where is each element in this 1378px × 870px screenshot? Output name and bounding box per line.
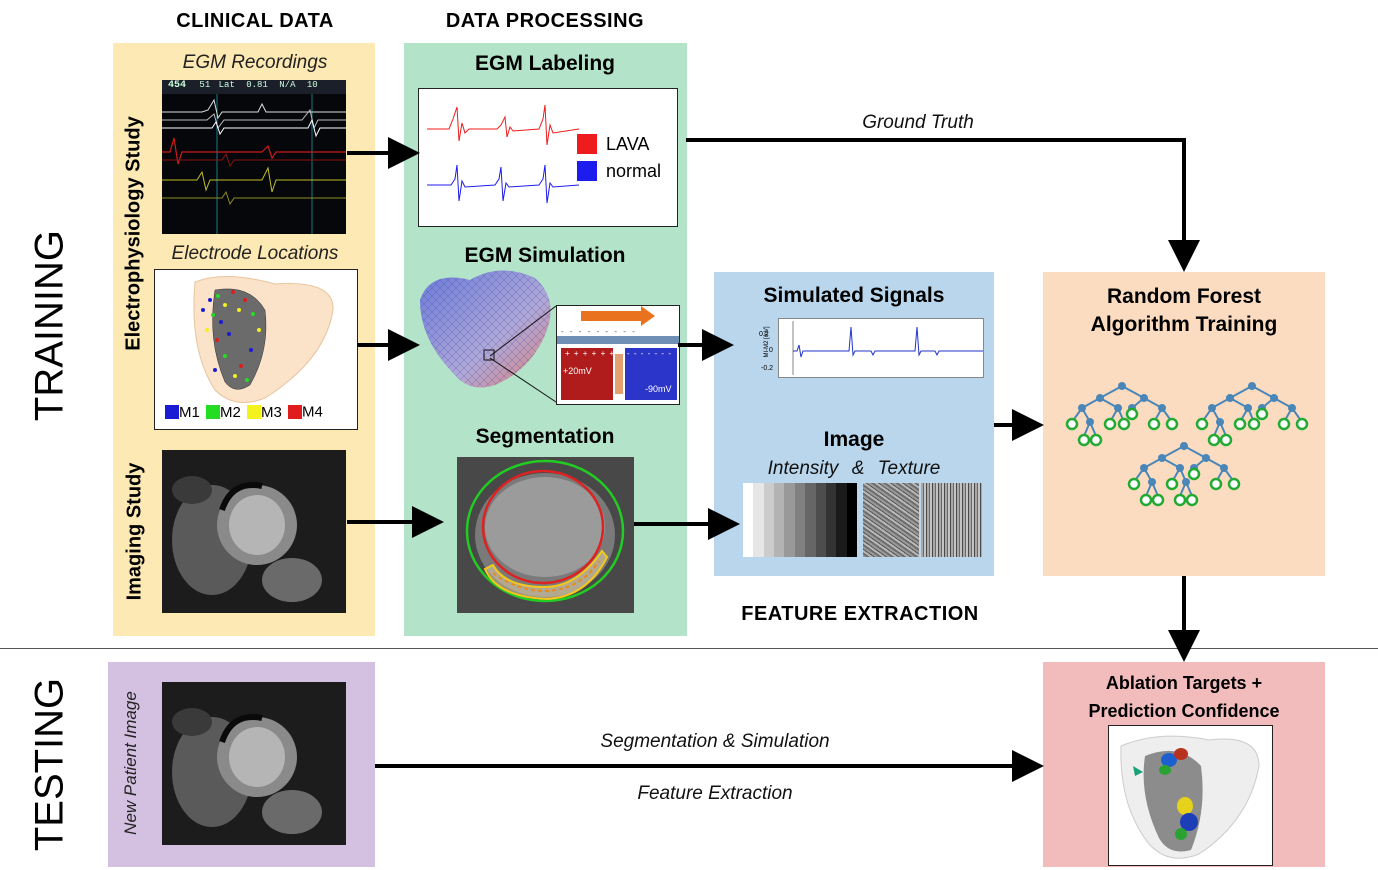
target-region-4 bbox=[1177, 797, 1193, 815]
simulated-signal-trace bbox=[793, 326, 983, 358]
target-region-6 bbox=[1175, 828, 1187, 840]
legend-label-m4: M4 bbox=[302, 403, 323, 421]
texture-sample-1 bbox=[863, 483, 919, 557]
egm-labeling-title: EGM Labeling bbox=[474, 52, 615, 75]
electrode-locations-image: M1 M2 M3 M4 bbox=[154, 269, 358, 430]
ep-study-label: Electrophysiology Study bbox=[122, 116, 145, 351]
propagation-arrow bbox=[581, 311, 641, 321]
data-processing-header: DATA PROCESSING bbox=[445, 10, 645, 32]
phase-divider bbox=[0, 648, 1378, 649]
legend-label-m3: M3 bbox=[261, 403, 282, 421]
electrode-points bbox=[201, 290, 261, 382]
feature-extraction-test-label: Feature Extraction bbox=[637, 783, 793, 804]
simulated-signals-plot: 0.2 0 -0.2 bbox=[759, 318, 984, 378]
scar-contour bbox=[483, 549, 609, 601]
normal-swatch bbox=[577, 161, 597, 182]
electrode-locations-label: Electrode Locations bbox=[171, 243, 339, 264]
clinical-data-header: CLINICAL DATA bbox=[176, 10, 334, 32]
intensity-gradient bbox=[743, 483, 857, 557]
signal-tick-zero: 0 bbox=[769, 347, 773, 354]
output-title-line2: Prediction Confidence bbox=[1088, 701, 1280, 721]
imaging-study-label: Imaging Study bbox=[123, 462, 146, 601]
monitor-value-3: Lat bbox=[218, 80, 235, 90]
rf-title-line1: Random Forest bbox=[1106, 285, 1261, 308]
egm-recordings-image: 454 51 Lat 0.81 N/A 10 bbox=[162, 80, 346, 234]
image-feature-title: Image bbox=[823, 428, 885, 451]
intensity-label: Intensity bbox=[767, 458, 839, 479]
rf-title-line2: Algorithm Training bbox=[1090, 313, 1278, 336]
legend-swatch-m1 bbox=[165, 405, 179, 420]
target-region-1 bbox=[1161, 753, 1177, 767]
monitor-value-4: 0.81 bbox=[246, 80, 268, 90]
lava-label: LAVA bbox=[606, 133, 650, 154]
target-region-3 bbox=[1159, 765, 1171, 775]
legend-label-m1: M1 bbox=[179, 403, 200, 421]
normal-trace bbox=[427, 164, 580, 204]
egm-labeling-box: LAVA normal bbox=[418, 88, 678, 227]
monitor-value-6: 10 bbox=[306, 80, 318, 90]
output-title-line1: Ablation Targets + bbox=[1105, 673, 1263, 693]
legend-label-m2: M2 bbox=[220, 403, 241, 421]
monitor-value-1: 454 bbox=[168, 80, 187, 91]
seg-sim-label: Segmentation & Simulation bbox=[600, 731, 830, 752]
ground-truth-label: Ground Truth bbox=[862, 112, 974, 133]
voltage-high-label: +20mV bbox=[563, 366, 592, 376]
signal-tick-neg: -0.2 bbox=[761, 365, 774, 372]
cell-resting bbox=[625, 348, 677, 400]
cell-depolarized bbox=[561, 348, 613, 400]
new-patient-mri bbox=[162, 682, 346, 845]
legend-swatch-m4 bbox=[288, 405, 303, 420]
segmentation-image bbox=[457, 457, 634, 613]
cell-membrane-inset: - - - - - - - - - + + + + + + - - - - - … bbox=[556, 305, 680, 405]
target-region-5 bbox=[1180, 813, 1198, 831]
intensity-texture-label: Intensity & Texture bbox=[714, 458, 994, 480]
signal-tick-pos: 0.2 bbox=[759, 331, 769, 338]
egm-recordings-label: EGM Recordings bbox=[182, 52, 328, 73]
normal-label: normal bbox=[606, 160, 662, 181]
lava-swatch bbox=[577, 134, 597, 155]
texture-label: Texture bbox=[877, 458, 941, 479]
egm-simulation-title: EGM Simulation bbox=[464, 244, 626, 267]
training-label: TRAINING bbox=[27, 229, 72, 422]
legend-swatch-m3 bbox=[247, 405, 262, 420]
intensity-texture-amp: & bbox=[851, 458, 865, 479]
monitor-value-5: N/A bbox=[279, 80, 296, 90]
testing-label: TESTING bbox=[27, 677, 72, 852]
monitor-value-2: 51 bbox=[199, 80, 211, 90]
endocardium-contour bbox=[481, 469, 605, 585]
imaging-study-mri bbox=[162, 450, 346, 613]
feature-extraction-header: FEATURE EXTRACTION bbox=[741, 603, 979, 625]
lava-trace bbox=[427, 104, 580, 146]
new-patient-image-label: New Patient Image bbox=[121, 691, 140, 835]
arrow-ground-truth bbox=[686, 138, 1200, 272]
legend-swatch-m2 bbox=[206, 405, 221, 420]
texture-sample-2 bbox=[921, 483, 982, 557]
ablation-targets-image bbox=[1108, 725, 1273, 866]
voltage-low-label: -90mV bbox=[645, 384, 672, 394]
epicardium-contour bbox=[465, 459, 625, 603]
target-region-2 bbox=[1174, 748, 1188, 760]
signal-ylabel: MI-M2 [mV] bbox=[764, 326, 770, 358]
simulated-signals-title: Simulated Signals bbox=[763, 284, 945, 307]
segmentation-title: Segmentation bbox=[475, 425, 615, 448]
